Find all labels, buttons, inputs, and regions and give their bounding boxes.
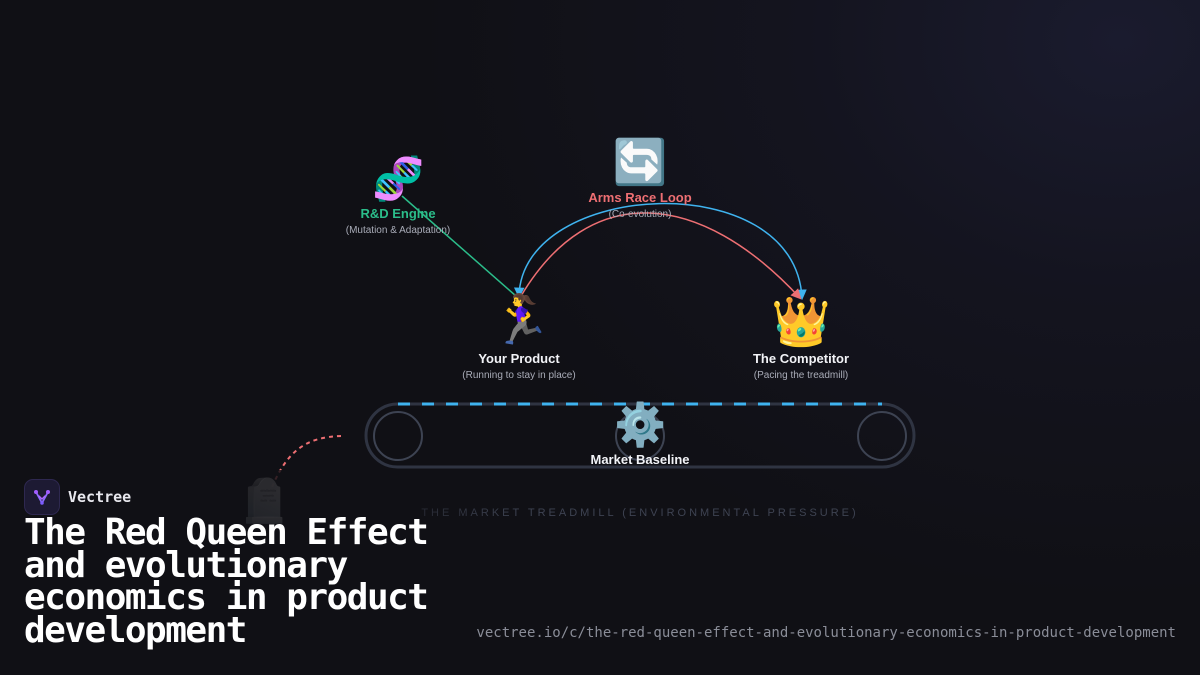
treadmill-roller-right <box>857 411 907 461</box>
edge-co-evolution-blue <box>513 202 807 301</box>
vectree-logo-icon <box>24 479 60 515</box>
rnd-engine-sublabel: (Mutation & Adaptation) <box>345 225 451 236</box>
competitor-label: The Competitor <box>752 351 850 366</box>
your-product-label: Your Product <box>478 351 560 366</box>
rnd-engine-label: R&D Engine <box>360 206 436 221</box>
edge-co-evolution-red <box>520 212 802 300</box>
runner-icon: 🏃‍♀️ <box>491 292 551 348</box>
cycle-arrows-icon: 🔄 <box>612 137 668 188</box>
your-product-sublabel: (Running to stay in place) <box>462 370 576 381</box>
page-title: The Red Queen Effect and evolutionary ec… <box>24 512 429 651</box>
footer-shade <box>0 470 520 675</box>
arms-race-loop-sublabel: (Co-evolution) <box>608 209 672 220</box>
gear-icon: ⚙️ <box>614 400 667 449</box>
brand-name: Vectree <box>68 488 132 506</box>
treadmill-caption: THE MARKET TREADMILL (ENVIRONMENTAL PRES… <box>421 507 859 519</box>
dna-icon: 🧬 <box>372 154 425 203</box>
treadmill-roller-center <box>615 411 665 461</box>
market-treadmill <box>364 402 916 469</box>
market-baseline-label: Market Baseline <box>590 452 690 467</box>
treadmill-roller-left <box>373 411 423 461</box>
competitor-sublabel: (Pacing the treadmill) <box>753 370 849 381</box>
article-url[interactable]: vectree.io/c/the-red-queen-effect-and-ev… <box>476 625 1176 641</box>
crown-icon: 👑 <box>771 294 831 350</box>
brand[interactable]: Vectree <box>24 479 131 515</box>
edge-rnd-to-product <box>401 195 517 297</box>
arms-race-loop-label: Arms Race Loop <box>588 190 692 205</box>
